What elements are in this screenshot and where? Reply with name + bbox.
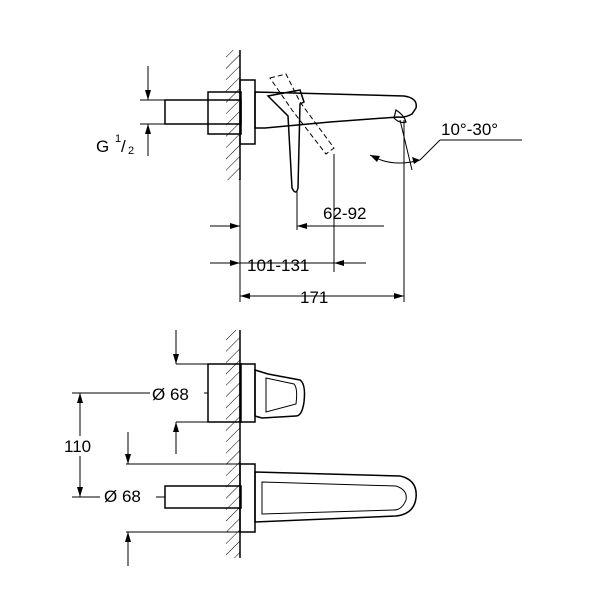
angle-label: 10°-30° [441,120,498,139]
spout-side [255,92,416,128]
dim-spout-length-label: 171 [300,288,328,307]
dia-top-arrowhead-top [173,354,179,364]
thread-label-prefix: G [96,137,109,156]
dia-top-label: Ø 68 [152,385,189,404]
side-view [140,50,522,302]
wall-flange-side [208,92,241,134]
spout-outlet [394,110,406,123]
angle-arrowhead-right [412,157,420,164]
angle-arrowhead-left [370,155,380,162]
escutcheon-plate-side [240,80,255,144]
thread-label: G [96,137,109,156]
lever-handle-side [268,90,304,192]
thread-label-den: 2 [128,145,134,157]
lever-handle-front-inner [266,378,297,412]
spacing-arrowhead-bottom [77,487,83,497]
dim-62-92-arrowhead [297,223,307,229]
dia-bottom-arrowhead-bottom [125,532,131,542]
dim-171-arrowhead-left [240,293,250,299]
angle-leader [420,140,440,160]
front-view [72,330,416,566]
spacing-label: 110 [64,437,91,456]
lower-escutcheon-front [240,464,255,532]
dim-101-131-arrowhead-right [334,260,344,266]
dia-top-arrowhead-bottom [173,422,179,432]
spout-front-inner [262,482,406,514]
dim-101-131-arrowhead-left [230,260,240,266]
thread-arrowhead-top [145,90,151,100]
spacing-arrowhead-top [77,393,83,403]
wall-hatch-side [226,50,240,180]
wall-hatch-front [226,330,240,558]
spout-front [255,472,416,522]
dia-bottom-label-bg [100,486,156,506]
dia-top-label-bg [150,384,204,404]
upper-escutcheon-front [240,364,255,422]
thread-label-num: 1 [115,133,121,145]
dim-62-92-arrowhead-left [230,223,240,229]
angle-ref-line [400,120,412,170]
thread-label-slash: / [121,137,126,156]
dia-bottom-label: Ø 68 [104,487,141,506]
dia-bottom-arrowhead-top [125,454,131,464]
dim-projection-range-label: 101-131 [247,256,309,275]
lever-handle-front [255,370,305,418]
dim-171-arrowhead-right [394,293,404,299]
spacing-label-bg [60,436,100,456]
dim-lever-range-label: 62-92 [323,204,366,223]
thread-arrowhead-bottom [145,124,151,134]
lever-swing-dashed [270,74,334,154]
